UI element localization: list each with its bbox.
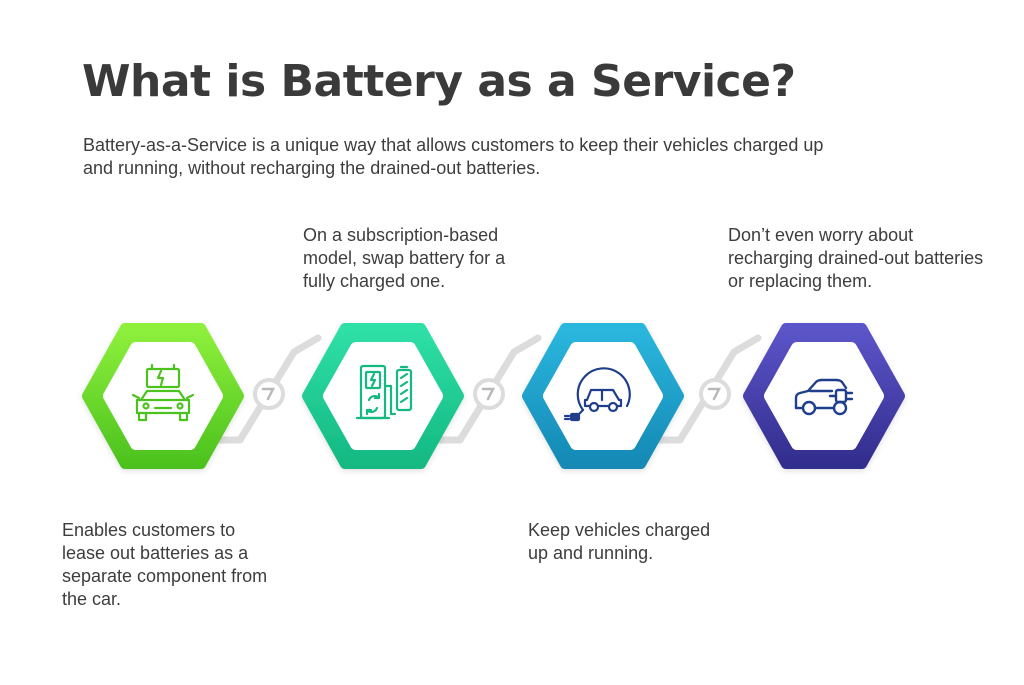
connector-knot-2	[473, 378, 505, 410]
car-battery-icon	[131, 363, 195, 422]
step-3-description: Keep vehicles charged up and running.	[528, 520, 711, 563]
page-subtitle: Battery-as-a-Service is a unique way tha…	[83, 135, 824, 178]
step-3-hexagon	[522, 323, 684, 469]
step-4-hexagon	[743, 323, 905, 469]
step-2-hexagon	[302, 323, 464, 469]
ev-charging-car-icon	[563, 367, 631, 422]
step-1-description: Enables customers to lease out batteries…	[62, 520, 268, 609]
page-title: What is Battery as a Service?	[82, 56, 796, 107]
electric-car-plug-icon	[794, 378, 854, 416]
step-2-description: On a subscription-based model, swap batt…	[303, 225, 506, 291]
step-1-hexagon	[82, 323, 244, 469]
connector-knot-1	[253, 378, 285, 410]
step-4-description: Don’t even worry about recharging draine…	[728, 225, 984, 291]
connector-knot-3	[699, 378, 731, 410]
battery-swap-station-icon	[355, 364, 413, 420]
